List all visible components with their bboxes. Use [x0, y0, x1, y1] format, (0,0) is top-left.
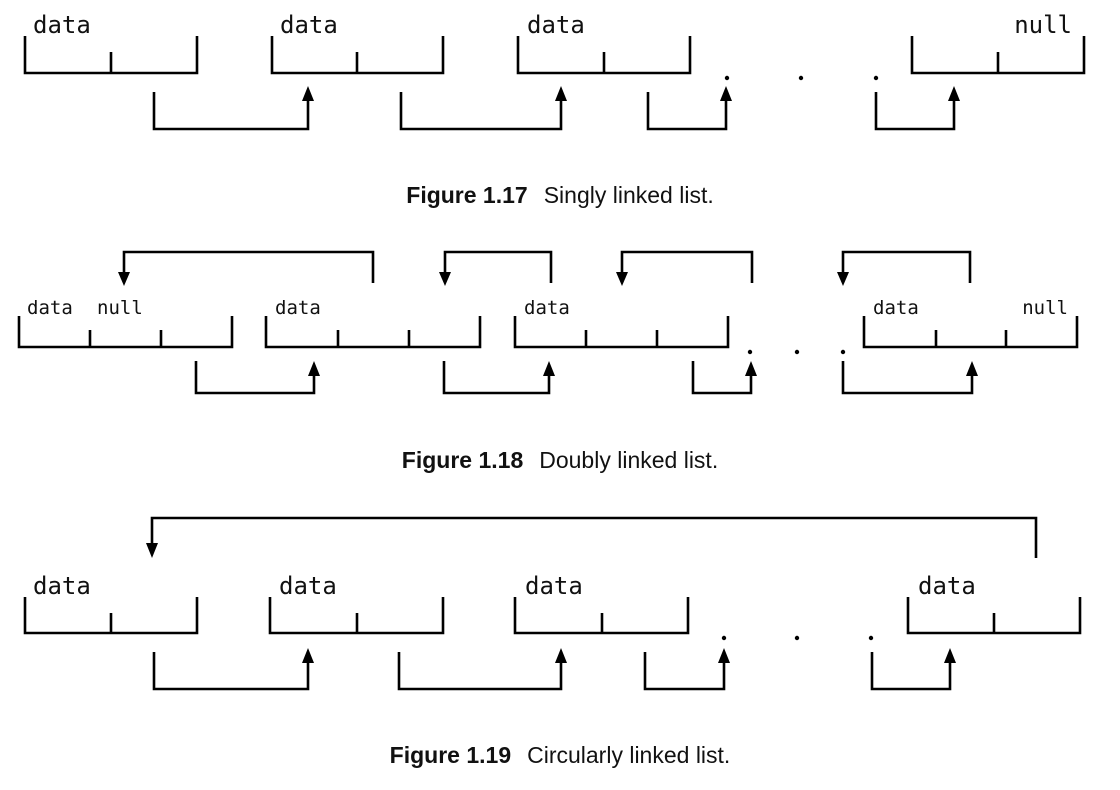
ellipsis-dots — [721, 635, 874, 641]
doubly-node-3: data — [513, 297, 730, 349]
singly-node-2: data — [270, 11, 445, 75]
node-null-label: null — [1022, 297, 1068, 319]
node-data-label: data — [279, 572, 337, 600]
node-data-label: data — [33, 11, 91, 39]
next-pointer-arrow — [152, 648, 314, 691]
singly-node-3: data — [516, 11, 692, 75]
node-data-label: data — [280, 11, 338, 39]
doubly-node-last: data null — [862, 297, 1079, 349]
circular-node-3: data — [513, 572, 690, 635]
circularly-linked-list-diagram: data data data data — [23, 516, 1082, 691]
figure-title: Doubly linked list. — [539, 447, 719, 473]
node-data-label: data — [873, 297, 919, 319]
ellipsis-dots — [724, 75, 879, 81]
prev-pointer-arrow — [837, 250, 972, 286]
next-pointer-arrow — [643, 648, 730, 691]
node-data-label: data — [33, 572, 91, 600]
next-pointer-arrow — [152, 86, 314, 131]
singly-node-last: null — [910, 11, 1086, 75]
doubly-linked-list-diagram: data null data data data null — [17, 250, 1079, 395]
next-pointer-arrow — [841, 361, 978, 395]
next-pointer-arrow — [874, 86, 960, 131]
singly-linked-list-diagram: data data data null — [23, 11, 1086, 131]
node-data-label: data — [524, 297, 570, 319]
node-data-label: data — [27, 297, 73, 319]
node-null-label: null — [97, 297, 143, 319]
figure-caption-circular: Figure 1.19 Circularly linked list. — [0, 742, 1120, 769]
circular-node-1: data — [23, 572, 199, 635]
doubly-node-2: data — [264, 297, 482, 349]
circular-node-last: data — [906, 572, 1082, 635]
next-pointer-arrow — [691, 361, 757, 395]
node-data-label: data — [918, 572, 976, 600]
figure-title: Circularly linked list. — [527, 742, 731, 768]
singly-node-1: data — [23, 11, 199, 75]
prev-pointer-arrow — [616, 250, 754, 286]
figure-caption-doubly: Figure 1.18 Doubly linked list. — [0, 447, 1120, 474]
figure-caption-singly: Figure 1.17 Singly linked list. — [0, 182, 1120, 209]
figure-number: Figure 1.18 — [401, 447, 524, 473]
prev-pointer-arrow — [439, 250, 553, 286]
circular-back-pointer-arrow — [146, 516, 1038, 558]
circular-node-2: data — [268, 572, 445, 635]
next-pointer-arrow — [646, 86, 732, 131]
next-pointer-arrow — [397, 648, 567, 691]
next-pointer-arrow — [870, 648, 956, 691]
figure-number: Figure 1.17 — [406, 182, 528, 208]
next-pointer-arrow — [399, 86, 567, 131]
next-pointer-arrow — [194, 361, 320, 395]
node-data-label: data — [275, 297, 321, 319]
ellipsis-dots — [747, 349, 846, 355]
prev-pointer-arrow — [118, 250, 375, 286]
next-pointer-arrow — [442, 361, 555, 395]
node-data-label: data — [527, 11, 585, 39]
node-data-label: data — [525, 572, 583, 600]
figure-title: Singly linked list. — [543, 182, 714, 208]
doubly-node-1: data null — [17, 297, 234, 349]
node-null-label: null — [1014, 11, 1072, 39]
figure-number: Figure 1.19 — [389, 742, 512, 768]
